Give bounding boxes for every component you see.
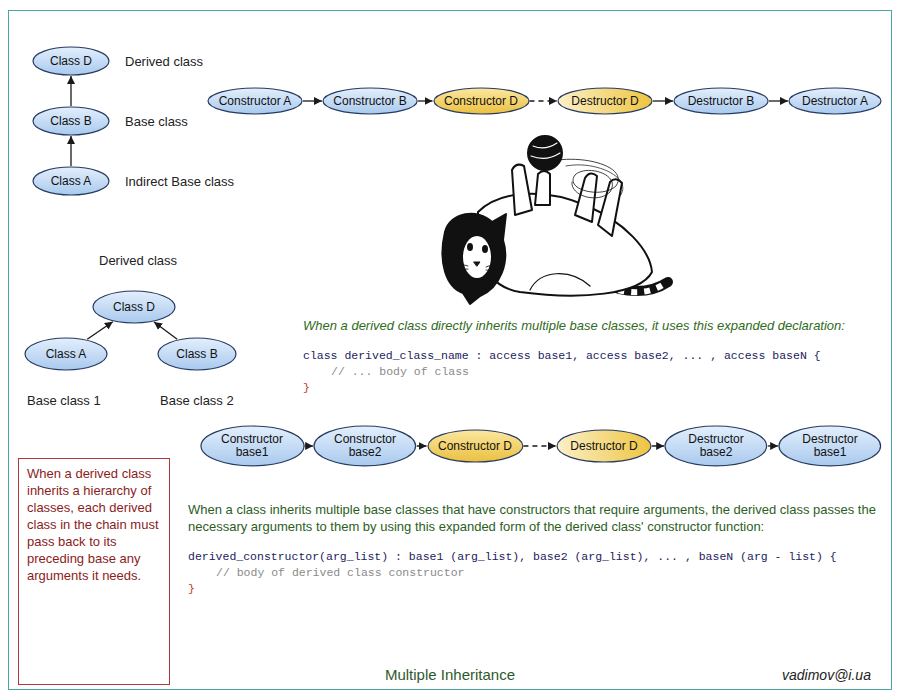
node-label: Class B: [50, 114, 91, 128]
description-text: When a class inherits multiple base clas…: [188, 501, 888, 535]
text-label: Derived class: [99, 253, 177, 269]
ellipse-shape: [208, 88, 302, 114]
node-label: Constructor base1: [212, 433, 292, 459]
ellipse-shape: [779, 426, 881, 466]
class-ellipse: Class D: [92, 290, 176, 324]
node-label: Destructor D: [570, 440, 637, 453]
code-line: derived_constructor(arg_list) : base1 (a…: [188, 549, 888, 565]
text-label: Indirect Base class: [125, 174, 234, 190]
ellipse-shape: [557, 430, 651, 462]
code-line: class derived_class_name : access base1,…: [303, 348, 885, 364]
connector-arrow: [154, 322, 177, 339]
node-label: Class A: [46, 347, 87, 361]
connector-arrow: [70, 136, 71, 166]
page-frame: [9, 11, 892, 690]
node-label: Destructor base1: [790, 433, 870, 459]
class-ellipse: Class B: [157, 337, 237, 371]
class-ellipse: Constructor base2: [313, 425, 417, 467]
code-comment: // ... body of class: [303, 364, 885, 380]
connector-arrow: [305, 445, 314, 446]
node-label: Constructor D: [444, 94, 518, 108]
connector-arrow: [530, 100, 558, 101]
node-label: Class D: [113, 300, 155, 314]
connector-arrow: [417, 445, 427, 446]
class-ellipse: Constructor B: [322, 87, 418, 115]
ellipse-shape: [33, 47, 109, 75]
ellipse-shape: [558, 88, 652, 114]
text-block: When a class inherits multiple base clas…: [188, 501, 888, 597]
node-label: Constructor B: [333, 94, 406, 108]
ellipse-shape: [674, 88, 768, 114]
class-ellipse: Constructor D: [433, 87, 530, 115]
node-label: Constructor A: [219, 94, 292, 108]
ellipse-shape: [434, 88, 529, 114]
cat-illustration: [442, 136, 668, 304]
ellipse-shape: [323, 88, 417, 114]
ellipse-shape: [201, 426, 304, 466]
node-label: Class D: [50, 54, 92, 68]
node-label: Destructor B: [688, 94, 755, 108]
author-credit: vadimov@i.ua: [782, 667, 871, 683]
class-ellipse: Class A: [24, 337, 108, 371]
class-ellipse: Class B: [32, 106, 110, 136]
text-block: When a derived class directly inherits m…: [303, 318, 885, 396]
class-ellipse: Class D: [32, 46, 110, 76]
node-label: Constructor D: [438, 440, 512, 453]
code-comment: // body of derived class constructor: [188, 565, 888, 581]
ellipse-shape: [25, 338, 107, 370]
class-ellipse: Destructor D: [557, 87, 653, 115]
connector-arrow: [87, 322, 113, 340]
class-ellipse: Constructor A: [207, 87, 303, 115]
connector-arrow: [418, 100, 432, 101]
connector-arrow: [769, 100, 788, 101]
ellipse-shape: [158, 338, 236, 370]
text-label: Derived class: [125, 54, 203, 70]
ellipse-shape: [33, 167, 109, 195]
node-label: Destructor base2: [676, 433, 756, 459]
class-ellipse: Destructor base2: [664, 425, 768, 467]
ellipse-shape: [314, 426, 416, 466]
connector-arrow: [652, 445, 664, 446]
class-ellipse: Constructor D: [427, 429, 524, 463]
connector-arrow: [523, 445, 556, 446]
ellipse-shape: [428, 430, 523, 462]
note-box: When a derived class inherits a hierarch…: [18, 458, 170, 685]
class-ellipse: Class A: [32, 166, 110, 196]
class-ellipse: Destructor D: [556, 429, 652, 463]
node-label: Class A: [51, 174, 92, 188]
diagram-caption: Multiple Inheritance: [250, 666, 650, 684]
ellipse-shape: [93, 291, 175, 323]
connector-arrow: [653, 100, 673, 101]
ellipse-shape: [789, 88, 881, 114]
class-ellipse: Destructor A: [788, 87, 882, 115]
class-ellipse: Destructor B: [673, 87, 769, 115]
node-label: Constructor base2: [325, 433, 405, 459]
connector-arrow: [303, 100, 322, 101]
node-label: Destructor A: [802, 94, 868, 108]
text-label: Base class 2: [160, 393, 234, 409]
code-line: }: [188, 581, 888, 597]
class-ellipse: Constructor base1: [200, 425, 305, 467]
class-ellipse: Destructor base1: [778, 425, 882, 467]
node-label: Class B: [176, 347, 217, 361]
text-label: Base class: [125, 114, 188, 130]
node-label: Destructor D: [571, 94, 638, 108]
connector-arrow: [768, 445, 778, 446]
text-label: Base class 1: [27, 393, 101, 409]
code-line: }: [303, 380, 885, 396]
description-text: When a derived class directly inherits m…: [303, 318, 885, 334]
ellipse-shape: [665, 426, 767, 466]
note-text: When a derived class inherits a hierarch…: [27, 465, 161, 584]
ellipse-shape: [33, 107, 109, 135]
connector-arrow: [70, 76, 71, 106]
